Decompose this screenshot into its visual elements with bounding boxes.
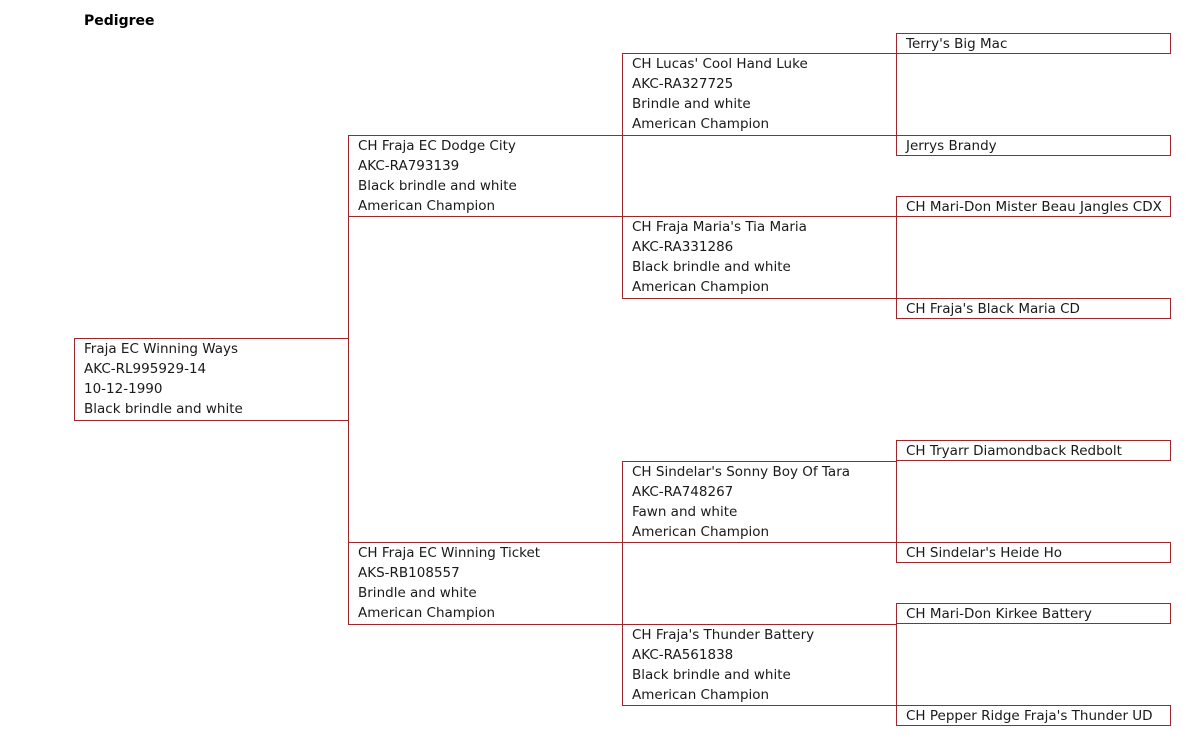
gen3-name-1: Terry's Big Mac — [906, 36, 1008, 52]
gen3-box-6 — [896, 542, 1171, 563]
subject-registration: AKC-RL995929-14 — [84, 361, 207, 377]
sire-title: American Champion — [358, 198, 496, 214]
connector-gen3-1 — [896, 33, 897, 155]
sire-dam-color: Black brindle and white — [632, 259, 791, 275]
dam-sire-top-line — [622, 461, 897, 462]
gen3-name-8: CH Pepper Ridge Fraja's Thunder UD — [906, 708, 1153, 724]
sire-sire-top-line — [622, 53, 897, 54]
gen3-name-5: CH Tryarr Diamondback Redbolt — [906, 443, 1122, 459]
subject-name: Fraja EC Winning Ways — [84, 341, 239, 357]
sire-dam-registration: AKC-RA331286 — [632, 239, 734, 255]
dam-sire-bottom-line — [622, 542, 897, 543]
sire-sire-bottom-line — [622, 135, 897, 136]
gen3-name-2: Jerrys Brandy — [906, 138, 997, 154]
dam-dam-registration: AKC-RA561838 — [632, 647, 734, 663]
dam-sire-entry: CH Sindelar's Sonny Boy Of Tara AKC-RA74… — [632, 462, 850, 542]
sire-registration: AKC-RA793139 — [358, 158, 460, 174]
sire-dam-top-line — [622, 216, 897, 217]
dam-name: CH Fraja EC Winning Ticket — [358, 545, 541, 561]
sire-dam-entry: CH Fraja Maria's Tia Maria AKC-RA331286 … — [632, 217, 807, 297]
gen3-name-7: CH Mari-Don Kirkee Battery — [906, 606, 1092, 622]
connector-gen2-bottom — [622, 461, 623, 705]
dam-entry: CH Fraja EC Winning Ticket AKS-RB108557 … — [358, 543, 540, 623]
sire-entry: CH Fraja EC Dodge City AKC-RA793139 Blac… — [358, 136, 517, 216]
dam-dam-name: CH Fraja's Thunder Battery — [632, 627, 815, 643]
dam-top-line — [348, 542, 623, 543]
dam-sire-registration: AKC-RA748267 — [632, 484, 734, 500]
dam-registration: AKS-RB108557 — [358, 565, 460, 581]
sire-name: CH Fraja EC Dodge City — [358, 138, 516, 154]
dam-sire-color: Fawn and white — [632, 504, 738, 520]
gen3-box-8 — [896, 705, 1171, 726]
connector-gen2-top — [622, 53, 623, 298]
connector-gen3-3 — [896, 440, 897, 562]
sire-sire-entry: CH Lucas' Cool Hand Luke AKC-RA327725 Br… — [632, 54, 808, 134]
gen3-box-1 — [896, 33, 1171, 54]
sire-color: Black brindle and white — [358, 178, 517, 194]
page-title: Pedigree — [84, 13, 155, 29]
sire-sire-name: CH Lucas' Cool Hand Luke — [632, 56, 808, 72]
dam-color: Brindle and white — [358, 585, 477, 601]
gen3-box-2 — [896, 135, 1171, 156]
dam-dam-top-line — [622, 624, 897, 625]
subject-birth-date: 10-12-1990 — [84, 381, 163, 397]
dam-dam-entry: CH Fraja's Thunder Battery AKC-RA561838 … — [632, 625, 814, 705]
dam-dam-title: American Champion — [632, 687, 770, 703]
gen3-box-4 — [896, 298, 1171, 319]
dam-sire-name: CH Sindelar's Sonny Boy Of Tara — [632, 464, 851, 480]
dam-dam-color: Black brindle and white — [632, 667, 791, 683]
gen3-name-6: CH Sindelar's Heide Ho — [906, 545, 1063, 561]
sire-sire-registration: AKC-RA327725 — [632, 76, 734, 92]
gen3-name-3: CH Mari-Don Mister Beau Jangles CDX — [906, 199, 1162, 215]
sire-top-line — [348, 135, 623, 136]
connector-gen3-2 — [896, 196, 897, 318]
sire-sire-title: American Champion — [632, 116, 770, 132]
connector-gen1 — [348, 135, 349, 625]
gen3-box-7 — [896, 603, 1171, 624]
connector-gen3-4 — [896, 603, 897, 725]
gen3-name-4: CH Fraja's Black Maria CD — [906, 301, 1080, 317]
gen3-box-5 — [896, 440, 1171, 461]
sire-dam-title: American Champion — [632, 279, 770, 295]
sire-sire-color: Brindle and white — [632, 96, 751, 112]
sire-dam-bottom-line — [622, 298, 897, 299]
sire-dam-name: CH Fraja Maria's Tia Maria — [632, 219, 807, 235]
dam-dam-bottom-line — [622, 705, 897, 706]
gen3-box-3 — [896, 196, 1171, 217]
subject-entry: Fraja EC Winning Ways AKC-RL995929-14 10… — [84, 339, 243, 419]
dam-bottom-line — [348, 624, 623, 625]
dam-sire-title: American Champion — [632, 524, 770, 540]
sire-bottom-line — [348, 216, 623, 217]
dam-title: American Champion — [358, 605, 496, 621]
subject-color: Black brindle and white — [84, 401, 243, 417]
